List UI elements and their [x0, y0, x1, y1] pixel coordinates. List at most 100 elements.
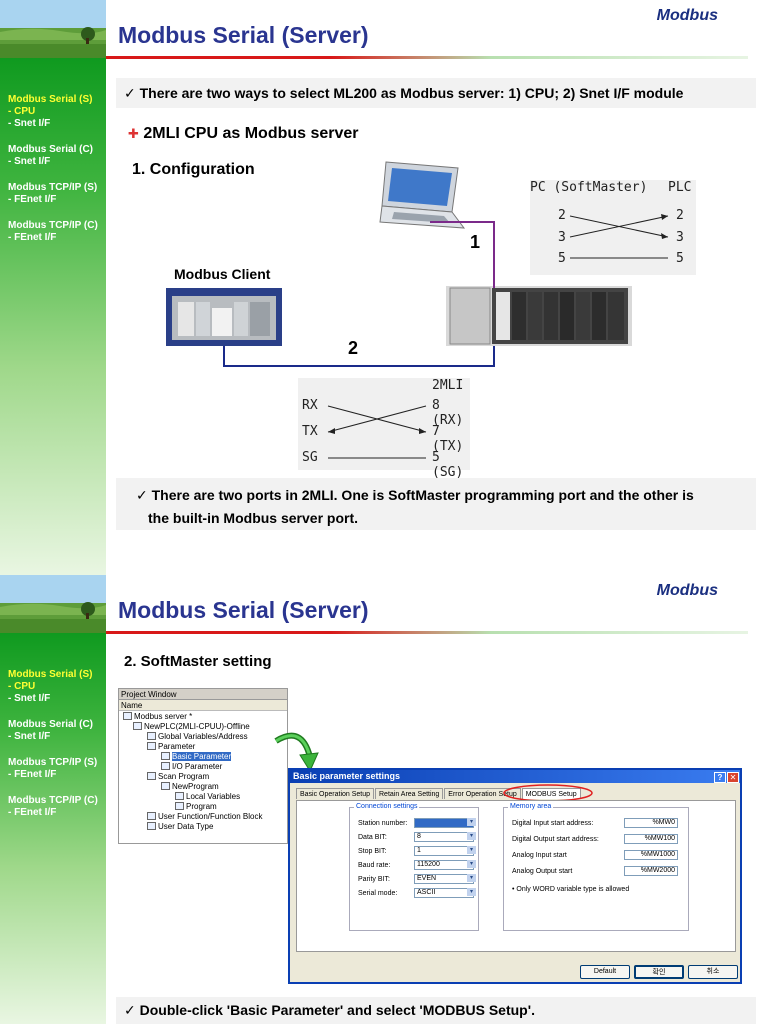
parity-bit-select[interactable]: EVEN	[414, 874, 474, 884]
tree-node-scan-program[interactable]: Scan Program	[119, 772, 287, 782]
digital-output-row: Digital Output start address:%MW100	[512, 834, 684, 845]
sidebar-item-modbus-tcp-server[interactable]: Modbus TCP/IP (S) - FEnet I/F	[8, 757, 98, 780]
slide-2: Modbus Serial (Server) Modbus Modbus Ser…	[0, 575, 768, 1024]
parameter-icon	[161, 752, 170, 760]
brand-logo: Modbus	[656, 7, 718, 24]
slide-1: Modbus Serial (Server) Modbus Modbus Ser…	[0, 0, 756, 575]
program-icon	[161, 782, 170, 790]
tree-node-new-program[interactable]: NewProgram	[119, 782, 287, 792]
ports-note-callout: ✓ There are two ports in 2MLI. One is So…	[116, 478, 756, 530]
tree-node-basic-parameter[interactable]: Basic Parameter	[119, 752, 287, 762]
check-icon: ✓	[124, 85, 136, 101]
plc-icon	[133, 722, 142, 730]
analog-input-field[interactable]: %MW1000	[624, 850, 678, 860]
data-bit-row: Data BIT:8▾	[358, 832, 476, 843]
sidebar-item-modbus-serial-client[interactable]: Modbus Serial (C) - Snet I/F	[8, 144, 94, 167]
globe-icon	[147, 732, 156, 740]
sidebar-item-modbus-tcp-server[interactable]: Modbus TCP/IP (S) - FEnet I/F	[8, 182, 98, 205]
serial-mode-row: Serial mode:ASCII▾	[358, 888, 476, 899]
check-icon: ✓	[124, 1002, 136, 1018]
close-icon[interactable]: ✕	[727, 772, 739, 783]
landscape-thumbnail	[0, 0, 106, 58]
station-number-select[interactable]: 1	[414, 818, 474, 828]
chevron-down-icon[interactable]: ▾	[467, 860, 476, 868]
tab-retain-area[interactable]: Retain Area Setting	[375, 788, 444, 799]
program-icon	[175, 802, 184, 810]
tree-node-program[interactable]: Program	[119, 802, 287, 812]
tree-node-parameter[interactable]: Parameter	[119, 742, 287, 752]
digital-input-row: Digital Input start address:%MW0	[512, 818, 684, 829]
sidebar-item-modbus-tcp-client[interactable]: Modbus TCP/IP (C) - FEnet I/F	[8, 220, 98, 243]
project-window-column-header: Name	[119, 700, 287, 711]
variables-icon	[175, 792, 184, 800]
project-window-title: Project Window	[119, 689, 287, 700]
project-icon	[123, 712, 132, 720]
basic-parameter-dialog: Basic parameter settings ?✕ Basic Operat…	[288, 768, 742, 984]
landscape-thumbnail	[0, 575, 106, 633]
intro-callout: ✓ There are two ways to select ML200 as …	[116, 78, 756, 108]
tree-node-plc[interactable]: NewPLC(2MLI-CPUU)-Offline	[119, 722, 287, 732]
data-bit-select[interactable]: 8	[414, 832, 474, 842]
memory-area-group: Memory area Digital Input start address:…	[503, 803, 689, 931]
sidebar-item-modbus-tcp-client[interactable]: Modbus TCP/IP (C) - FEnet I/F	[8, 795, 98, 818]
parameter-icon	[161, 762, 170, 770]
chevron-down-icon[interactable]: ▾	[467, 888, 476, 896]
instruction-callout: ✓ Double-click 'Basic Parameter' and sel…	[116, 997, 756, 1024]
chevron-down-icon[interactable]: ▾	[467, 846, 476, 854]
tab-error-operation[interactable]: Error Operation Setup	[444, 788, 521, 799]
stop-bit-select[interactable]: 1	[414, 846, 474, 856]
data-type-icon	[147, 822, 156, 830]
bullet-icon: ✚	[128, 126, 139, 141]
sidebar: Modbus Serial (S) - CPU - Snet I/F Modbu…	[0, 633, 106, 1024]
function-icon	[147, 812, 156, 820]
tree-node-user-data-type[interactable]: User Data Type	[119, 822, 287, 832]
parity-bit-row: Parity BIT:EVEN▾	[358, 874, 476, 885]
analog-output-row: Analog Output start%MW2000	[512, 866, 684, 877]
check-icon: ✓	[136, 487, 148, 503]
analog-input-row: Analog Input start%MW1000	[512, 850, 684, 861]
help-button[interactable]: ?	[714, 772, 726, 783]
ok-button[interactable]: 확인	[634, 965, 684, 979]
tree-node-io-parameter[interactable]: I/O Parameter	[119, 762, 287, 772]
tree-node-project[interactable]: Modbus server *	[119, 712, 287, 722]
project-window: Project Window Name Modbus server * NewP…	[118, 688, 288, 844]
serial-wiring-box: 2MLI RX 8 (RX) TX 7 (TX) SG 5 (SG)	[298, 378, 470, 480]
page-title: Modbus Serial (Server)	[118, 22, 369, 48]
cable-1-label: 1	[470, 232, 481, 252]
chevron-down-icon[interactable]: ▾	[467, 832, 476, 840]
brand-logo: Modbus	[656, 582, 718, 599]
serial-mode-select[interactable]: ASCII	[414, 888, 474, 898]
tab-basic-operation[interactable]: Basic Operation Setup	[296, 788, 375, 799]
dialog-tabs: Basic Operation Setup Retain Area Settin…	[296, 788, 581, 800]
memory-note: • Only WORD variable type is allowed	[512, 886, 630, 893]
dialog-titlebar: Basic parameter settings ?✕	[290, 770, 740, 783]
baud-rate-select[interactable]: 115200	[414, 860, 474, 870]
stop-bit-row: Stop BIT:1▾	[358, 846, 476, 857]
parameter-icon	[147, 742, 156, 750]
plc-rack-image	[446, 286, 632, 346]
analog-output-field[interactable]: %MW2000	[624, 866, 678, 876]
tab-modbus-setup[interactable]: MODBUS Setup	[521, 788, 581, 799]
chevron-down-icon[interactable]: ▾	[467, 874, 476, 882]
softmaster-heading: 2. SoftMaster setting	[124, 653, 272, 670]
chevron-down-icon[interactable]: ▾	[467, 818, 476, 826]
title-underline	[106, 631, 748, 634]
program-icon	[147, 772, 156, 780]
sidebar-item-modbus-serial-client[interactable]: Modbus Serial (C) - Snet I/F	[8, 719, 94, 742]
cable-2-label: 2	[348, 338, 359, 358]
modbus-setup-panel: Connection settings Station number:1▾ Da…	[296, 800, 736, 952]
tree-node-local-variables[interactable]: Local Variables	[119, 792, 287, 802]
configuration-heading: 1. Configuration	[132, 161, 255, 178]
title-underline	[106, 56, 748, 59]
modbus-client-label: Modbus Client	[174, 266, 271, 282]
connection-settings-group: Connection settings Station number:1▾ Da…	[349, 803, 479, 931]
tree-node-global-variables[interactable]: Global Variables/Address	[119, 732, 287, 742]
sidebar-item-modbus-serial-server[interactable]: Modbus Serial (S) - CPU - Snet I/F	[8, 669, 93, 704]
tree-node-user-function[interactable]: User Function/Function Block	[119, 812, 287, 822]
modbus-client-device-image	[166, 288, 282, 346]
sidebar-item-modbus-serial-server[interactable]: Modbus Serial (S) - CPU - Snet I/F	[8, 94, 93, 129]
digital-input-field[interactable]: %MW0	[624, 818, 678, 828]
cancel-button[interactable]: 취소	[688, 965, 738, 979]
default-button[interactable]: Default	[580, 965, 630, 979]
digital-output-field[interactable]: %MW100	[624, 834, 678, 844]
